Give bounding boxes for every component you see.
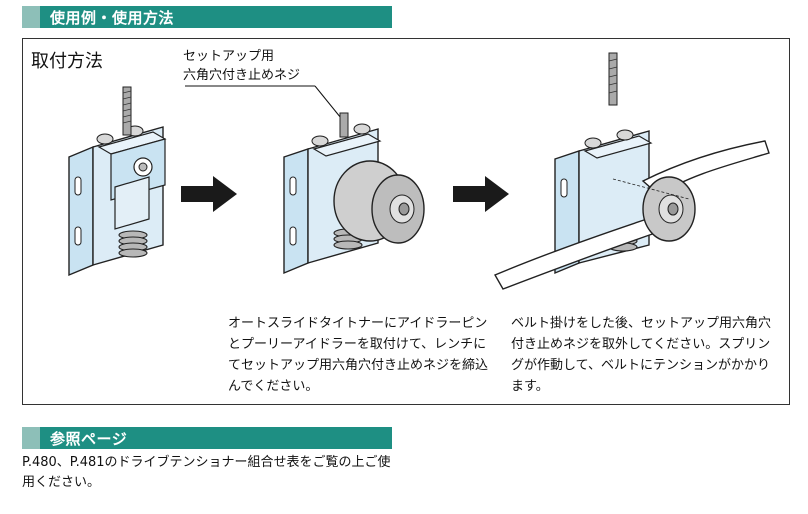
section-title-usage: 使用例・使用方法 xyxy=(50,8,175,27)
section-header-usage: 使用例・使用方法 xyxy=(22,6,392,28)
arrow-right-icon xyxy=(453,176,509,212)
step-2-caption: ベルト掛けをした後、セットアップ用六角穴付き止めネジを取外してください。スプリン… xyxy=(511,316,772,394)
setscrew-callout: セットアップ用 六角穴付き止めネジ xyxy=(183,47,300,85)
section-header-reference: 参照ページ xyxy=(22,427,392,449)
method-label: 取付方法 xyxy=(31,51,103,72)
tensioner-illustration xyxy=(68,86,167,277)
callout-line-1: セットアップ用 xyxy=(183,49,275,64)
reference-text: P.480、P.481のドライブテンショナー組合せ表をご覧の上ご使用ください。 xyxy=(22,455,391,490)
usage-panel: 取付方法 セットアップ用 六角穴付き止めネジ xyxy=(22,38,790,405)
step-1-caption: オートスライドタイトナーにアイドラーピンとプーリーアイドラーを取付けて、レンチに… xyxy=(228,316,489,394)
section-title-reference: 参照ページ xyxy=(50,429,128,448)
section-marker xyxy=(22,6,40,28)
arrow-right-icon xyxy=(181,176,237,212)
tensioner-with-pulley-illustration xyxy=(283,112,425,275)
section-marker xyxy=(22,427,40,449)
callout-line-2: 六角穴付き止めネジ xyxy=(183,68,301,83)
tensioner-with-belt-illustration xyxy=(494,52,770,290)
